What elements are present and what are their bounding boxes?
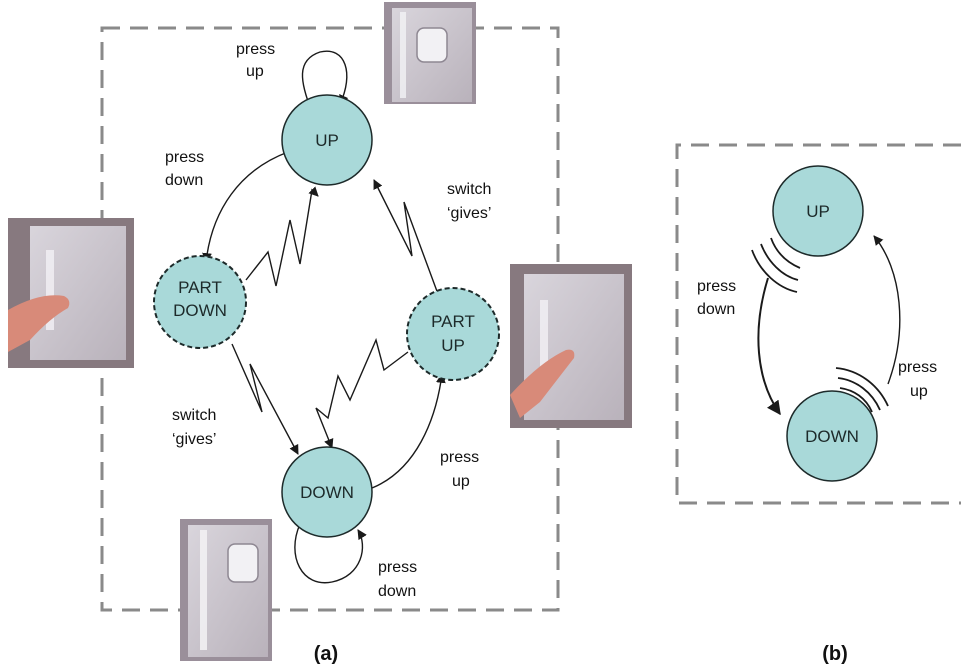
switch-photo-bottom <box>180 519 272 661</box>
label-press-down-bottom-2: down <box>378 583 416 600</box>
edge-part-down-to-down <box>231 343 299 455</box>
label-press-down-left-2: down <box>165 172 203 189</box>
panel-a-frame <box>100 26 560 612</box>
edge-down-self-loop <box>294 523 367 584</box>
state-down-label: DOWN <box>300 483 354 502</box>
label-press-up-top-2: up <box>246 63 264 80</box>
state-b-up: UP <box>772 165 864 257</box>
switch-photo-right <box>510 264 632 428</box>
label-switch-gives-right-2: ‘gives’ <box>447 205 491 222</box>
label-press-down-left-1: press <box>165 149 204 166</box>
state-part-up-label-1: PART <box>431 312 475 331</box>
label-switch-gives-right-1: switch <box>447 181 491 198</box>
state-b-down-label: DOWN <box>805 427 859 446</box>
edge-down-to-part-up <box>371 373 446 489</box>
label-b-press-up-2: up <box>910 383 928 400</box>
edge-part-up-to-down-spring <box>315 337 409 449</box>
label-b-press-down-2: down <box>697 301 735 318</box>
switch-photo-top <box>384 2 476 104</box>
label-b-press-up-1: press <box>898 359 937 376</box>
state-down: DOWN <box>281 446 373 538</box>
state-b-up-label: UP <box>806 202 830 221</box>
label-switch-gives-left-2: ‘gives’ <box>172 431 216 448</box>
label-b-press-down-1: press <box>697 278 736 295</box>
label-press-up-right-1: press <box>440 449 479 466</box>
state-part-down-label-1: PART <box>178 278 222 297</box>
edge-part-down-to-up-spring <box>245 186 319 287</box>
switch-photo-left <box>8 218 134 368</box>
state-part-up-label-2: UP <box>441 336 465 355</box>
motion-lines-down <box>835 367 889 413</box>
state-part-down: PART DOWN <box>153 255 247 349</box>
label-switch-gives-left-1: switch <box>172 407 216 424</box>
edge-part-up-to-up <box>373 179 439 295</box>
state-up: UP <box>281 94 373 186</box>
state-up-label: UP <box>315 131 339 150</box>
edge-up-to-part-down <box>202 151 289 263</box>
state-part-down-label-2: DOWN <box>173 301 227 320</box>
edge-b-up-to-down <box>757 277 781 416</box>
motion-lines-up <box>751 237 801 293</box>
label-press-up-top-1: press <box>236 41 275 58</box>
state-part-up: PART UP <box>406 287 500 381</box>
state-b-down: DOWN <box>786 390 878 482</box>
panel-b-frame <box>675 143 961 505</box>
panel-a-caption: (a) <box>314 643 338 665</box>
label-press-down-bottom-1: press <box>378 559 417 576</box>
edge-b-down-to-up <box>873 235 901 385</box>
label-press-up-right-2: up <box>452 473 470 490</box>
panel-b-caption: (b) <box>822 643 848 665</box>
edge-up-self-loop <box>301 50 349 113</box>
